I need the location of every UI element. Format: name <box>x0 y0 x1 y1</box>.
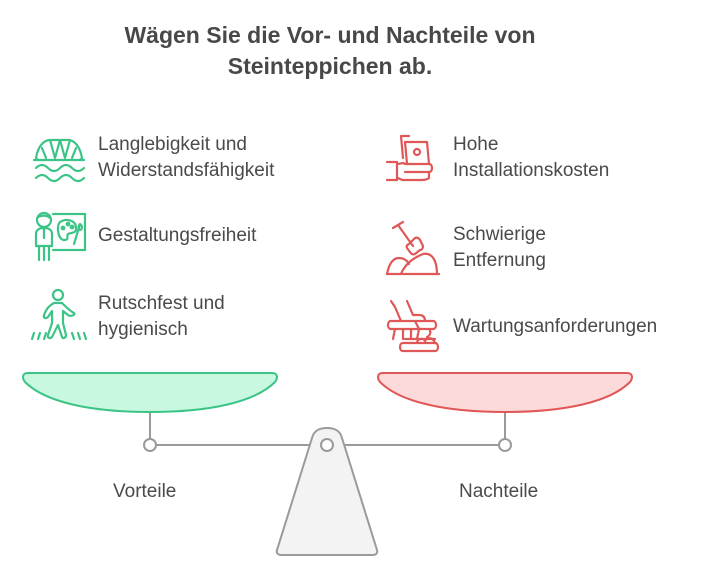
center-pivot <box>320 438 334 452</box>
scale-fulcrum <box>275 426 379 556</box>
con-item-installation-costs: Hohe Installationskosten <box>383 128 609 188</box>
con-label-maintenance: Wartungsanforderungen <box>453 316 658 337</box>
shovel-dirt-icon <box>385 220 441 276</box>
page-title: Wägen Sie die Vor- und Nachteile von Ste… <box>0 20 660 82</box>
cons-pan <box>377 372 633 414</box>
left-pivot <box>143 438 157 452</box>
title-line-2: Steinteppichen ab. <box>227 53 433 79</box>
pro-item-design-freedom: Gestaltungsfreiheit <box>28 206 256 266</box>
title-line-1: Wägen Sie die Vor- und Nachteile von <box>124 22 536 48</box>
con-item-maintenance: Wartungsanforderungen <box>383 297 657 357</box>
painter-palette-icon <box>34 211 87 262</box>
bridge-water-icon <box>32 138 86 183</box>
pro-label-slip-resistant: Rutschfest und hygienisch <box>98 293 225 340</box>
pro-label-durability: Langlebigkeit und Widerstandsfähigkeit <box>98 134 275 181</box>
cons-label: Nachteile <box>459 481 539 502</box>
pro-item-durability: Langlebigkeit und Widerstandsfähigkeit <box>28 128 274 188</box>
pros-pan <box>22 372 278 414</box>
right-pivot <box>498 438 512 452</box>
con-item-difficult-removal: Schwierige Entfernung <box>383 218 546 278</box>
pros-label: Vorteile <box>113 481 177 502</box>
cleaning-brush-icon <box>386 299 440 353</box>
con-label-difficult-removal: Schwierige Entfernung <box>453 224 546 271</box>
pro-label-design-freedom: Gestaltungsfreiheit <box>98 225 257 246</box>
hand-money-icon <box>385 134 434 182</box>
pro-item-slip-resistant: Rutschfest und hygienisch <box>28 287 225 347</box>
con-label-installation-costs: Hohe Installationskosten <box>453 134 610 181</box>
walking-person-icon <box>30 288 88 341</box>
